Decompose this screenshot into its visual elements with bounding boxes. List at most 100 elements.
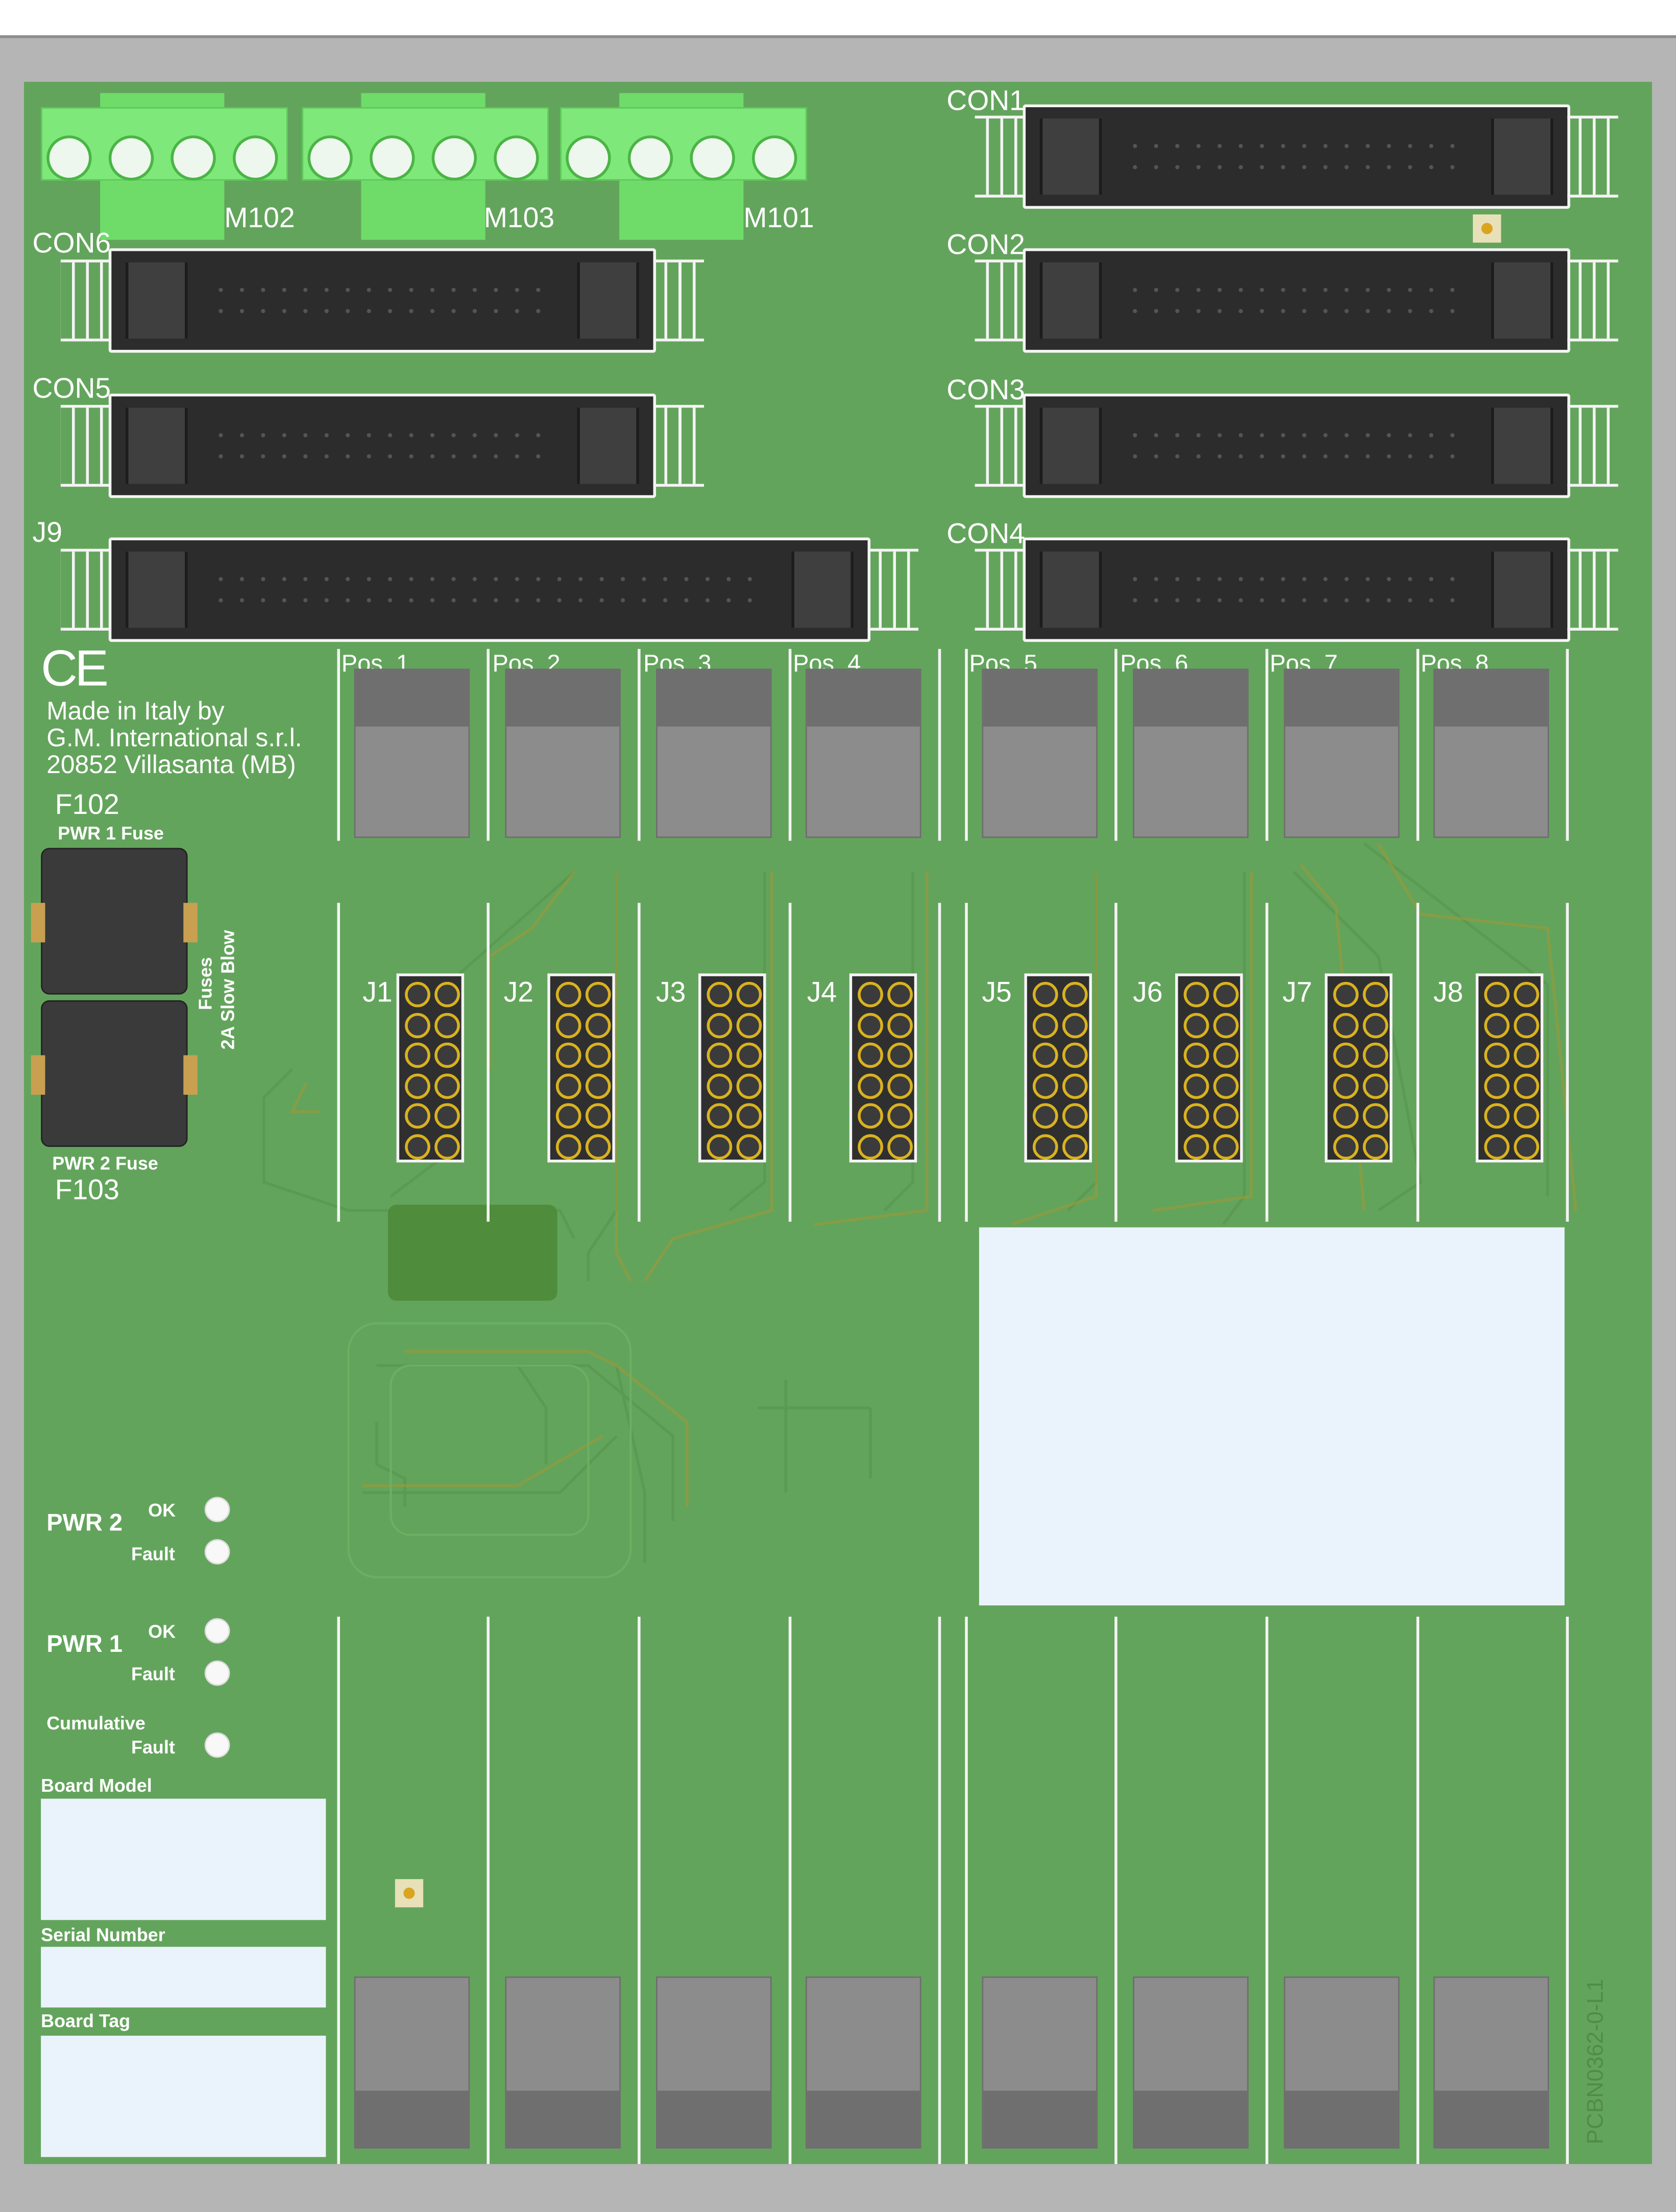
jumper-header-j5[interactable] — [1024, 973, 1092, 1163]
header-pin — [585, 981, 611, 1007]
header-pin — [1333, 1012, 1359, 1038]
relay-bottom-7 — [1283, 1976, 1400, 2149]
jumper-label-j3: J3 — [656, 977, 686, 1009]
connector-ears — [60, 259, 112, 342]
slot-divider — [965, 648, 968, 841]
header-pin — [707, 1073, 733, 1098]
slot-divider — [788, 903, 792, 1222]
jumper-label-j2: J2 — [503, 977, 533, 1009]
header-pin — [1484, 1103, 1510, 1129]
jumper-header-j7[interactable] — [1324, 973, 1393, 1163]
header-pin — [887, 1073, 913, 1098]
header-pin — [585, 1103, 611, 1129]
header-pin — [887, 1133, 913, 1159]
header-pin — [434, 1042, 460, 1068]
jumper-label-j6: J6 — [1133, 977, 1163, 1009]
header-pin — [1213, 1073, 1239, 1098]
pwr1-label: PWR 1 — [46, 1630, 123, 1658]
jumper-label-j7: J7 — [1282, 977, 1313, 1009]
serial-number-field[interactable] — [41, 1946, 326, 2008]
slot-divider — [938, 648, 941, 841]
fuse-rating-line-2: 2A Slow Blow — [217, 930, 239, 1050]
header-pin — [585, 1073, 611, 1098]
fuse-f103 — [31, 1000, 198, 1147]
header-pin — [1062, 981, 1088, 1007]
header-pin — [555, 1133, 581, 1159]
header-pin — [1333, 1133, 1359, 1159]
header-pin — [1363, 1042, 1389, 1068]
header-pin — [1213, 1012, 1239, 1038]
pwr2-fault-led — [204, 1539, 230, 1565]
slot-divider — [487, 903, 490, 1222]
jumper-header-j3[interactable] — [698, 973, 766, 1163]
header-pin — [1213, 1103, 1239, 1129]
header-pin — [858, 1133, 883, 1159]
pwr2-ok-label: OK — [148, 1499, 176, 1521]
maker-line-1: Made in Italy by — [46, 696, 225, 726]
connector-ears — [867, 548, 919, 631]
connector-ears — [60, 404, 112, 487]
pwr1-fault-led — [204, 1660, 230, 1686]
ce-mark: CE — [41, 639, 109, 697]
connector-label-j9: J9 — [32, 517, 62, 549]
board-label-area — [979, 1227, 1565, 1606]
header-pin — [1363, 1103, 1389, 1129]
maker-line-2: G.M. International s.r.l. — [46, 724, 302, 752]
relay-bottom-6 — [1133, 1976, 1249, 2149]
connector-ears — [975, 259, 1026, 342]
relay-bottom-4 — [805, 1976, 921, 2149]
connector-label-con1: CON1 — [946, 86, 1025, 117]
connector-label-con5: CON5 — [32, 374, 111, 405]
jumper-header-j8[interactable] — [1475, 973, 1544, 1163]
header-pin — [555, 1042, 581, 1068]
header-pin — [1183, 1103, 1209, 1129]
slot-divider — [1114, 903, 1118, 1222]
header-pin — [707, 1012, 733, 1038]
cumulative-fault-led — [204, 1732, 230, 1758]
header-pin — [1183, 1012, 1209, 1038]
slot-divider — [938, 1617, 941, 2165]
header-pin — [1062, 1012, 1088, 1038]
header-pin — [1514, 1103, 1539, 1129]
connector-ears — [653, 404, 704, 487]
jumper-header-j1[interactable] — [396, 973, 465, 1163]
header-pin — [1032, 1012, 1058, 1038]
header-pin — [707, 981, 733, 1007]
terminal-block-m101 — [560, 93, 807, 240]
header-pin — [736, 1042, 762, 1068]
pwr1-fault-label: Fault — [131, 1663, 175, 1685]
header-pin — [1032, 1103, 1058, 1129]
board-model-field[interactable] — [41, 1798, 326, 1920]
header-pin — [887, 1012, 913, 1038]
relay-top-5 — [982, 668, 1098, 838]
header-pin — [1514, 1012, 1539, 1038]
jumper-label-j5: J5 — [982, 977, 1012, 1009]
header-pin — [736, 1133, 762, 1159]
terminal-label-m102: M102 — [224, 203, 295, 234]
header-pin — [1062, 1073, 1088, 1098]
slot-divider — [1114, 1617, 1118, 2165]
jumper-header-j4[interactable] — [849, 973, 917, 1163]
pwr2-fault-label: Fault — [131, 1543, 175, 1565]
jumper-header-j2[interactable] — [547, 973, 615, 1163]
relay-bottom-3 — [656, 1976, 772, 2149]
jumper-header-j6[interactable] — [1175, 973, 1243, 1163]
board-tag-field[interactable] — [41, 2035, 326, 2157]
test-pad — [1473, 214, 1501, 243]
slot-divider — [1416, 903, 1420, 1222]
connector-ears — [1567, 548, 1618, 631]
slot-divider — [965, 903, 968, 1222]
board-tag-label: Board Tag — [41, 2010, 131, 2032]
header-pin — [555, 1073, 581, 1098]
connector-ears — [975, 404, 1026, 487]
terminal-block-m103 — [302, 93, 549, 240]
terminal-label-m103: M103 — [483, 203, 555, 234]
connector-ears — [1567, 259, 1618, 342]
pwr1-ok-led — [204, 1618, 230, 1644]
header-pin — [1514, 1133, 1539, 1159]
relay-top-8 — [1433, 668, 1549, 838]
header-pin — [1484, 981, 1510, 1007]
terminal-label-m101: M101 — [743, 203, 814, 234]
pcb-board: M102 M103 M101 CON6 CON5 J9 CON1 — [23, 82, 1653, 2165]
header-pin — [736, 1103, 762, 1129]
